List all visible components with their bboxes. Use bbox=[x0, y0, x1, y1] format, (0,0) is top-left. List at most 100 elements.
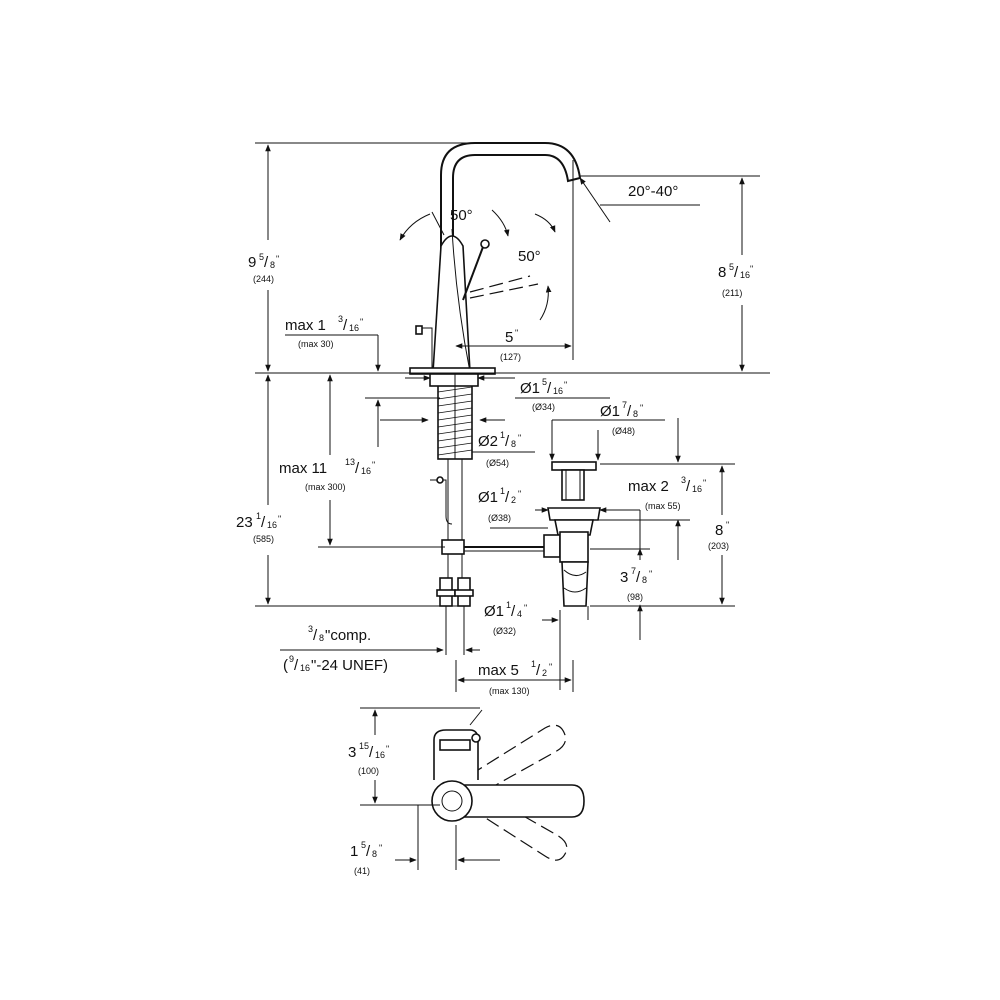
svg-text:": " bbox=[518, 433, 521, 443]
svg-text:": " bbox=[515, 328, 518, 338]
dim-label-thread: ( 9 / 16 "-24 UNEF) bbox=[283, 654, 388, 674]
svg-text:2: 2 bbox=[542, 668, 547, 678]
svg-text:15: 15 bbox=[359, 741, 369, 751]
svg-text:": " bbox=[750, 264, 753, 274]
svg-text:16: 16 bbox=[740, 270, 750, 280]
svg-text:": " bbox=[703, 478, 706, 488]
svg-text:/: / bbox=[627, 403, 632, 420]
dim-label-dia-2-1-8: Ø2 1 / 8 " (Ø54) bbox=[478, 430, 521, 468]
svg-text:(Ø54): (Ø54) bbox=[486, 458, 509, 468]
svg-text:": " bbox=[360, 317, 363, 327]
svg-text:/: / bbox=[547, 380, 552, 397]
dim-label-3-15-16: 3 15 / 16 " (100) bbox=[348, 741, 389, 776]
svg-text:": " bbox=[379, 843, 382, 853]
svg-text:9: 9 bbox=[248, 254, 256, 271]
svg-text:/: / bbox=[313, 627, 318, 644]
dim-label-max-1-3-16: max 1 3 / 16 " (max 30) bbox=[285, 314, 363, 349]
svg-text:/: / bbox=[264, 254, 269, 271]
svg-text:(127): (127) bbox=[500, 352, 521, 362]
svg-text:3: 3 bbox=[681, 475, 686, 485]
svg-text:5: 5 bbox=[729, 262, 734, 272]
dim-label-5: 5 " (127) bbox=[500, 328, 521, 362]
tilt-angle-label: 20°-40° bbox=[628, 183, 678, 200]
svg-text:3: 3 bbox=[620, 569, 628, 586]
svg-text:": " bbox=[518, 489, 521, 499]
svg-text:Ø1: Ø1 bbox=[520, 380, 540, 397]
svg-text:8: 8 bbox=[270, 260, 275, 270]
svg-text:": " bbox=[276, 254, 279, 264]
svg-text:8: 8 bbox=[718, 264, 726, 281]
dim-label-max-11-13-16: max 11 13 / 16 " (max 300) bbox=[279, 457, 375, 492]
svg-text:/: / bbox=[636, 569, 641, 586]
svg-text:7: 7 bbox=[622, 400, 627, 410]
svg-text:/: / bbox=[505, 489, 510, 506]
svg-text:/: / bbox=[369, 744, 374, 761]
svg-text:2: 2 bbox=[511, 495, 516, 505]
svg-text:3: 3 bbox=[348, 744, 356, 761]
svg-text:(max 300): (max 300) bbox=[305, 482, 346, 492]
svg-text:": " bbox=[640, 403, 643, 413]
svg-text:23: 23 bbox=[236, 514, 253, 531]
handle-angle-label-1: 50° bbox=[450, 207, 473, 224]
svg-text:": " bbox=[386, 744, 389, 754]
svg-text:max 5: max 5 bbox=[478, 662, 519, 679]
dim-label-8: 8 " (203) bbox=[708, 520, 729, 551]
svg-text:"-24 UNEF): "-24 UNEF) bbox=[311, 657, 388, 674]
svg-text:Ø2: Ø2 bbox=[478, 433, 498, 450]
svg-text:5: 5 bbox=[505, 329, 513, 346]
svg-text:9: 9 bbox=[289, 654, 294, 664]
svg-text:16: 16 bbox=[349, 323, 359, 333]
svg-text:": " bbox=[564, 380, 567, 390]
svg-text:16: 16 bbox=[692, 484, 702, 494]
svg-text:max 11: max 11 bbox=[279, 460, 327, 477]
svg-text:16: 16 bbox=[300, 663, 310, 673]
svg-text:16: 16 bbox=[267, 520, 277, 530]
dim-label-dia-1-1-2: Ø1 1 / 2 " (Ø38) bbox=[478, 486, 521, 523]
dim-label-dia-1-5-16: Ø1 5 / 16 " (Ø34) bbox=[520, 377, 567, 412]
svg-text:": " bbox=[372, 460, 375, 470]
svg-text:16: 16 bbox=[375, 750, 385, 760]
svg-text:/: / bbox=[261, 514, 266, 531]
svg-text:(41): (41) bbox=[354, 866, 370, 876]
svg-text:Ø1: Ø1 bbox=[600, 403, 620, 420]
svg-text:(585): (585) bbox=[253, 534, 274, 544]
svg-text:8: 8 bbox=[633, 409, 638, 419]
dim-label-23-1-16: 23 1 / 16 " (585) bbox=[236, 511, 281, 544]
dim-label-3-7-8: 3 7 / 8 " (98) bbox=[620, 566, 652, 602]
svg-text:max 2: max 2 bbox=[628, 478, 669, 495]
svg-text:(max 55): (max 55) bbox=[645, 501, 681, 511]
svg-text:": " bbox=[524, 603, 527, 613]
svg-text:": " bbox=[649, 569, 652, 579]
svg-text:(98): (98) bbox=[627, 592, 643, 602]
svg-text:5: 5 bbox=[361, 840, 366, 850]
svg-text:/: / bbox=[686, 478, 691, 495]
svg-text:Ø1: Ø1 bbox=[478, 489, 498, 506]
svg-text:(Ø32): (Ø32) bbox=[493, 626, 516, 636]
svg-text:(244): (244) bbox=[253, 274, 274, 284]
svg-text:5: 5 bbox=[542, 377, 547, 387]
svg-text:/: / bbox=[505, 433, 510, 450]
svg-text:(max 130): (max 130) bbox=[489, 686, 530, 696]
handle-angle-label-2: 50° bbox=[518, 248, 541, 265]
svg-text:/: / bbox=[343, 317, 348, 334]
svg-text:(203): (203) bbox=[708, 541, 729, 551]
dim-label-dia-1-1-4: Ø1 1 / 4 " (Ø32) bbox=[484, 600, 527, 636]
svg-text:(211): (211) bbox=[722, 288, 742, 298]
svg-text:1: 1 bbox=[531, 659, 536, 669]
svg-text:/: / bbox=[734, 264, 739, 281]
faucet-side-view bbox=[409, 142, 582, 655]
dim-label-max-5-1-2: max 5 1 / 2 " (max 130) bbox=[478, 659, 552, 696]
svg-text:Ø1: Ø1 bbox=[484, 603, 504, 620]
svg-text:1: 1 bbox=[500, 430, 505, 440]
svg-text:3: 3 bbox=[308, 624, 313, 634]
dim-label-1-5-8: 1 5 / 8 " (41) bbox=[350, 840, 382, 876]
faucet-top-view bbox=[431, 709, 585, 861]
svg-text:(max 30): (max 30) bbox=[298, 339, 334, 349]
svg-text:/: / bbox=[366, 843, 371, 860]
svg-text:(: ( bbox=[283, 657, 288, 674]
svg-text:(Ø48): (Ø48) bbox=[612, 426, 635, 436]
dimension-lines bbox=[255, 142, 770, 870]
svg-text:16: 16 bbox=[553, 386, 563, 396]
svg-text:(100): (100) bbox=[358, 766, 379, 776]
